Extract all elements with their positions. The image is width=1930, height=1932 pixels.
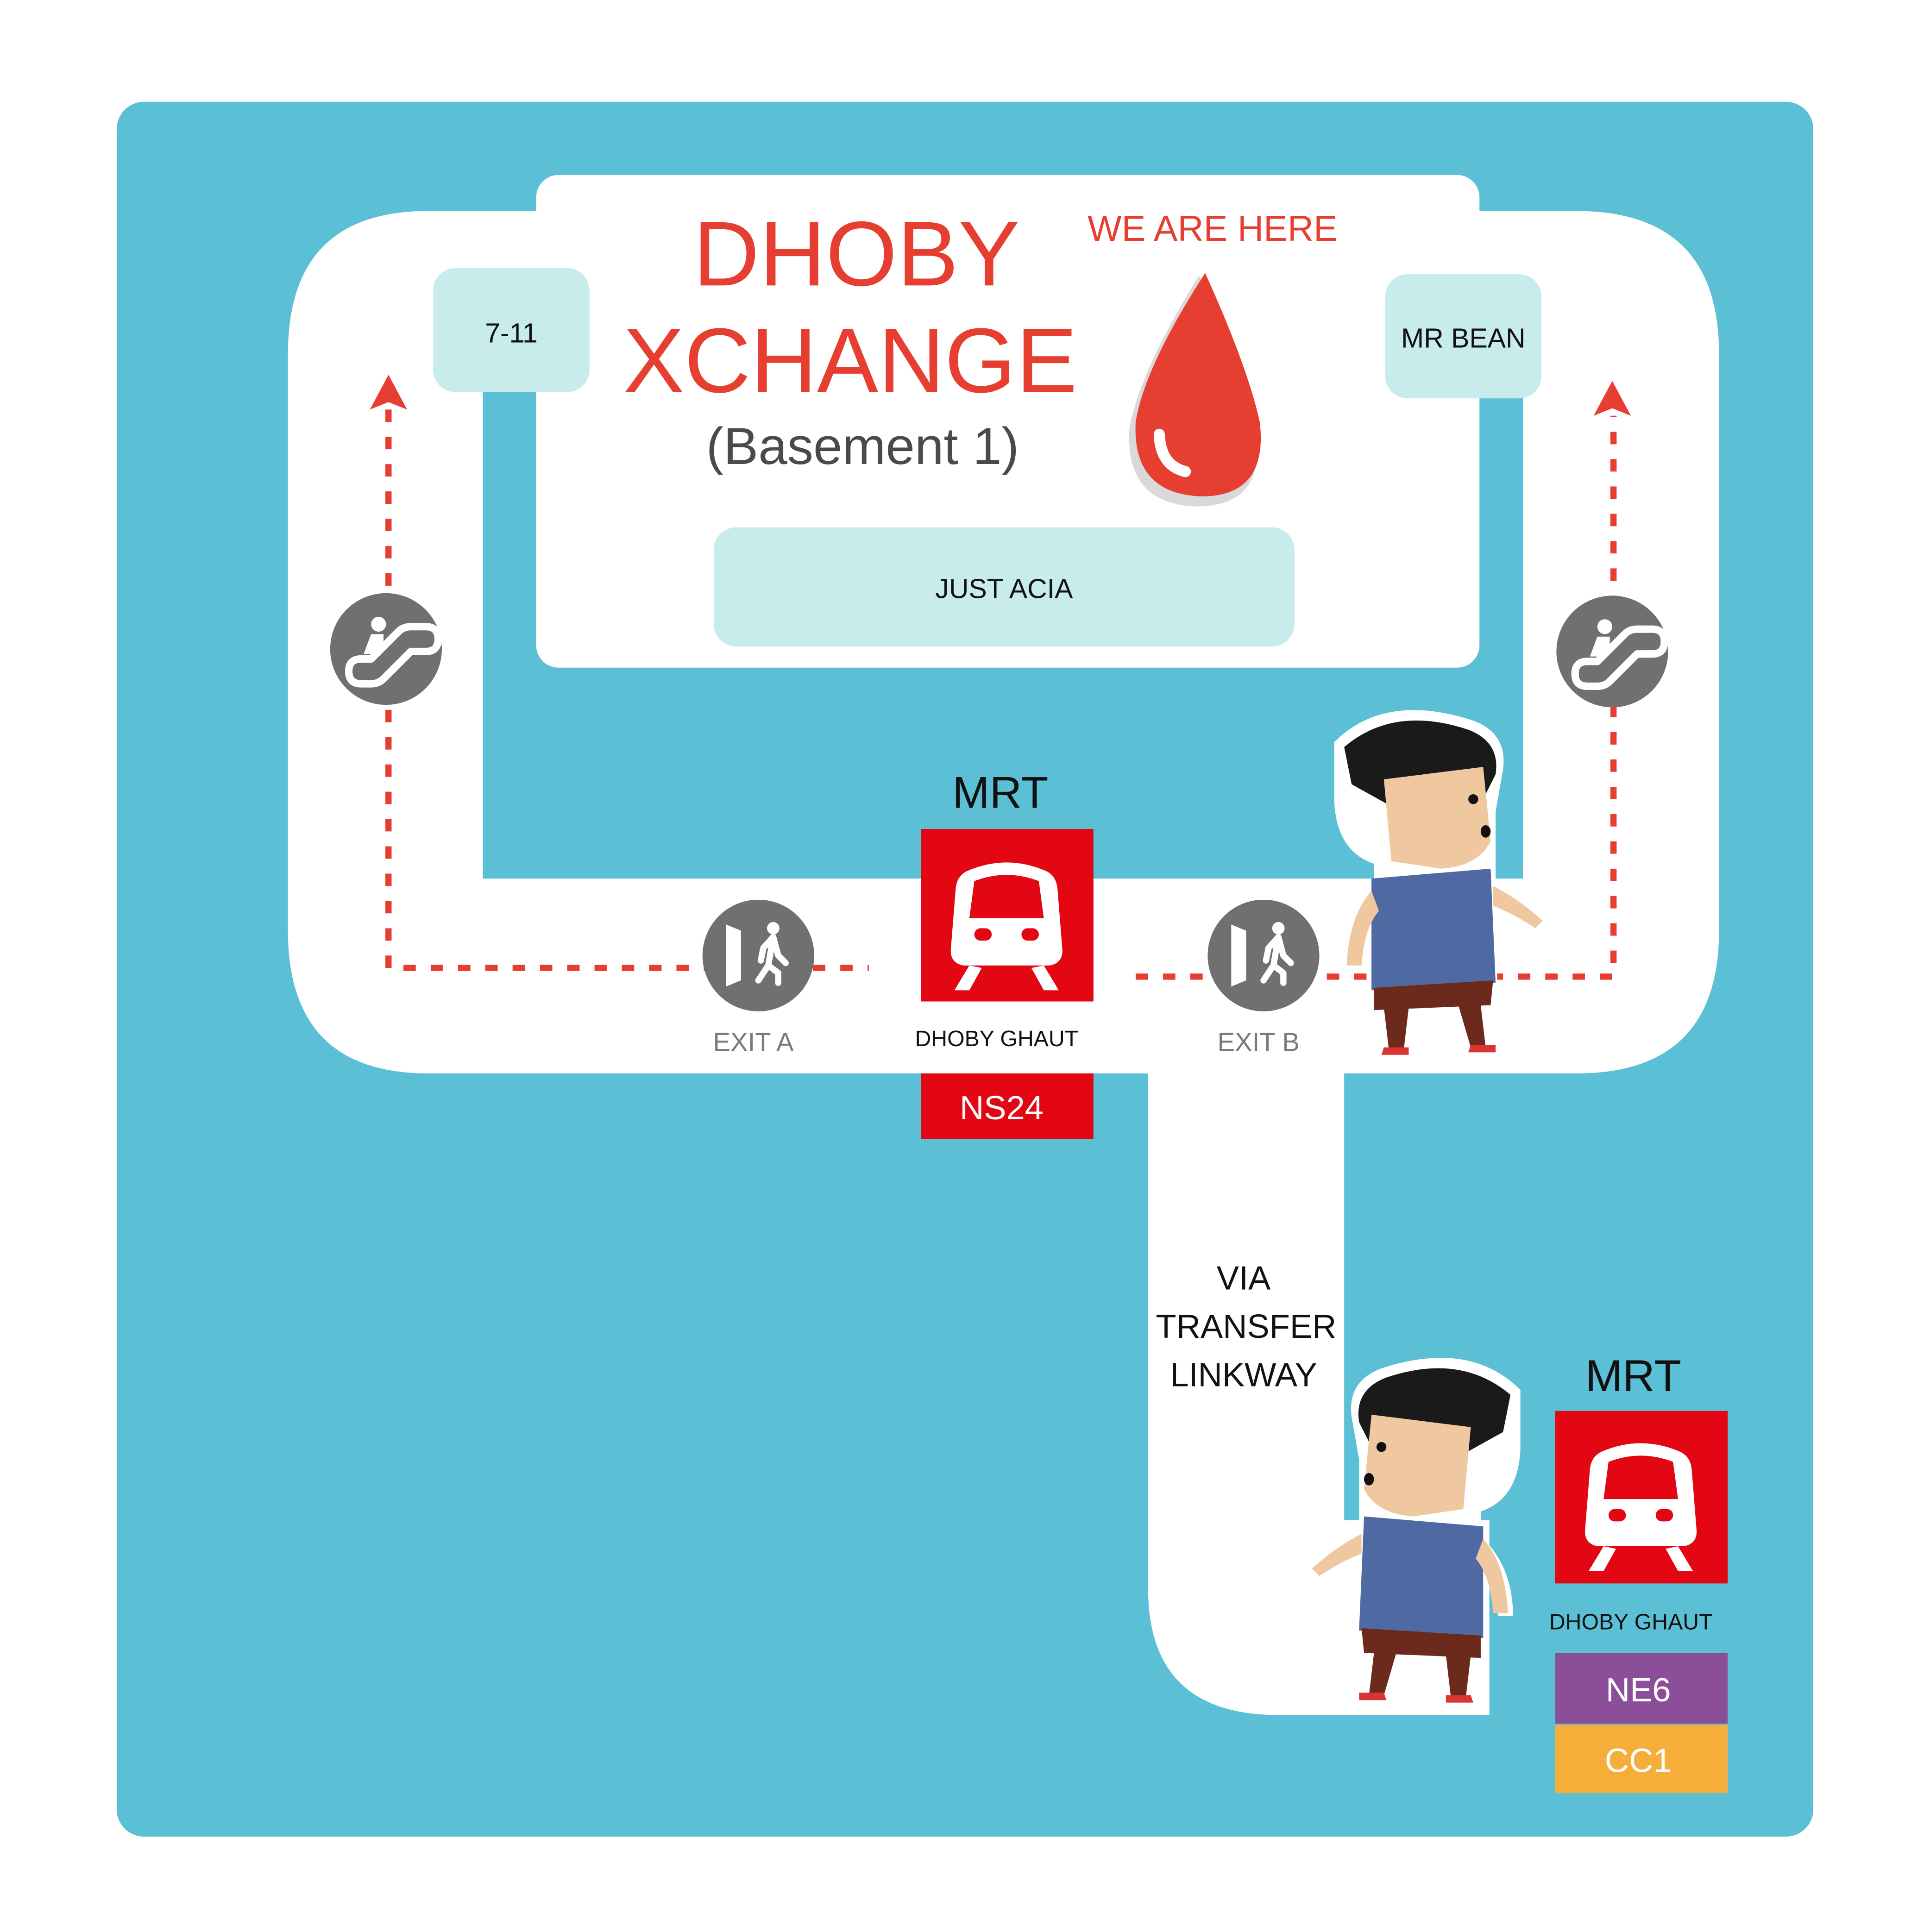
shop-mr-bean-label: MR BEAN [1401, 323, 1526, 353]
shop-7-11-label: 7-11 [485, 319, 538, 349]
floor-level: (Basement 1) [706, 417, 1019, 475]
line-code-ne: NE6 [1606, 1672, 1671, 1709]
line-code: NS24 [960, 1090, 1044, 1127]
shop-mr-bean[interactable] [1385, 274, 1542, 399]
station-name: DHOBY GHAUT [915, 1026, 1078, 1051]
station-name: DHOBY GHAUT [1549, 1610, 1713, 1635]
mrt-heading: MRT [1585, 1351, 1681, 1401]
station-ns24[interactable]: MRT DHOBY GHAUT NS24 [915, 768, 1094, 1140]
line-code-badge-cc [1555, 1725, 1728, 1794]
exit-a-label: EXIT A [713, 1028, 794, 1057]
exit-b-label: EXIT B [1218, 1028, 1300, 1057]
svg-text:TRANSFER: TRANSFER [1156, 1308, 1337, 1345]
exit-b-icon[interactable] [1207, 900, 1319, 1011]
line-code-badge-ne [1555, 1653, 1728, 1724]
mall-title-line2: XCHANGE [623, 309, 1077, 412]
you-are-here-label: WE ARE HERE [1088, 209, 1338, 249]
escalator-icon-left[interactable] [330, 593, 442, 705]
route-arrow-right [1593, 381, 1631, 416]
route-arrow-left [370, 375, 407, 410]
shop-7-11[interactable] [433, 268, 590, 392]
exit-a-icon[interactable] [703, 900, 814, 1011]
line-code-cc: CC1 [1605, 1743, 1672, 1780]
linkway-label: VIA TRANSFER LINKWAY [1156, 1260, 1337, 1393]
shop-just-acia[interactable] [713, 527, 1295, 647]
station-ne6-cc1[interactable]: MRT DHOBY GHAUT NE6 CC1 [1549, 1351, 1728, 1794]
line-code-badge [921, 1073, 1094, 1140]
svg-text:LINKWAY: LINKWAY [1170, 1356, 1317, 1393]
location-drop-pin-icon [1129, 273, 1261, 507]
escalator-icon-right[interactable] [1556, 596, 1668, 707]
mrt-heading: MRT [952, 768, 1048, 818]
mall-title-line1: DHOBY [693, 202, 1019, 305]
svg-text:VIA: VIA [1217, 1260, 1271, 1297]
shop-just-acia-label: JUST ACIA [935, 574, 1073, 604]
